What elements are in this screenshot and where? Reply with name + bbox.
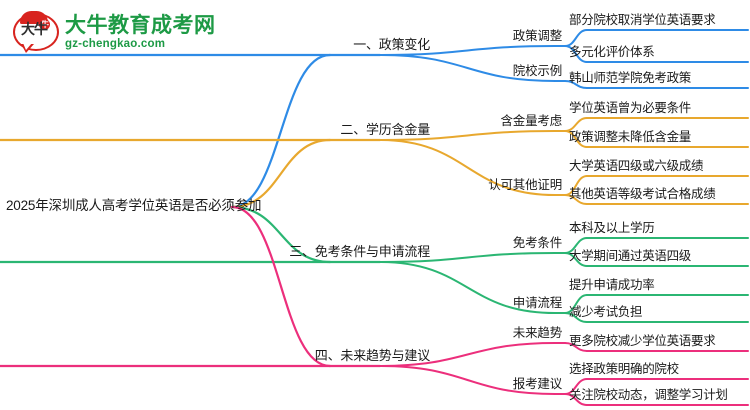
mindmap-leaf-label-3-2-2[interactable]: 减少考试负担 [569,305,643,319]
mindmap-branch-label-4[interactable]: 四、未来趋势与建议 [314,348,430,363]
logo-title: 大牛教育成考网 [65,13,216,37]
mindmap-leaf-label-2-1-2[interactable]: 政策调整未降低含金量 [569,130,692,144]
logo-wordmark: 大牛教育成考网 gz-chengkao.com [65,14,216,51]
mindmap-leaf-label-4-2-2[interactable]: 关注院校动态，调整学习计划 [569,388,728,402]
mindmap-branch-label-1[interactable]: 一、政策变化 [353,37,430,52]
mindmap-leaf-label-4-2-1[interactable]: 选择政策明确的院校 [569,362,679,376]
mindmap-group-label-2-2[interactable]: 认可其他证明 [488,178,562,192]
logo-bubble-tail-inner [23,43,32,50]
mindmap-leaf-label-2-2-1[interactable]: 大学英语四级或六级成绩 [569,159,704,173]
mindmap-leaf-label-2-2-2[interactable]: 其他英语等级考试合格成绩 [569,187,716,201]
mindmap-leaf-label-3-1-2[interactable]: 大学期间通过英语四级 [569,249,692,263]
mindmap-branch-label-2[interactable]: 二、学历含金量 [340,122,430,137]
mindmap-leaf-label-1-2-1[interactable]: 韩山师范学院免考政策 [569,71,692,85]
mindmap-group-label-3-1[interactable]: 免考条件 [512,236,562,250]
mindmap-group-label-4-1[interactable]: 未来趋势 [512,326,562,340]
logo-subtitle: gz-chengkao.com [65,37,166,50]
mindmap-group-label-3-2[interactable]: 申请流程 [512,296,562,310]
logo-badge-icon: 牛 [39,19,50,30]
mindmap-group-label-1-2[interactable]: 院校示例 [512,64,562,78]
mindmap-root-label[interactable]: 2025年深圳成人高考学位英语是否必须参加 [6,198,262,213]
logo-mark-text: 大牛 [21,21,48,37]
mindmap-group-label-2-1[interactable]: 含金量考虑 [500,114,562,128]
mindmap-leaf-label-3-2-1[interactable]: 提升申请成功率 [569,278,655,292]
mindmap-leaf-label-1-1-1[interactable]: 部分院校取消学位英语要求 [569,13,716,27]
mindmap-leaf-label-2-1-1[interactable]: 学位英语曾为必要条件 [569,101,692,115]
site-logo: 牛 大牛 大牛教育成考网 gz-chengkao.com [12,6,242,58]
mindmap-leaf-label-1-1-2[interactable]: 多元化评价体系 [569,45,655,59]
mindmap-branch-label-3[interactable]: 三、免考条件与申请流程 [289,244,430,259]
mindmap-group-label-4-2[interactable]: 报考建议 [512,377,562,391]
mindmap-group-label-1-1[interactable]: 政策调整 [512,29,562,43]
logo-badge-text: 牛 [41,20,49,29]
logo-mark-icon: 牛 大牛 [12,10,59,54]
mindmap-leaf-label-3-1-1[interactable]: 本科及以上学历 [569,221,655,235]
mindmap-leaf-label-4-1-1[interactable]: 更多院校减少学位英语要求 [569,334,716,348]
